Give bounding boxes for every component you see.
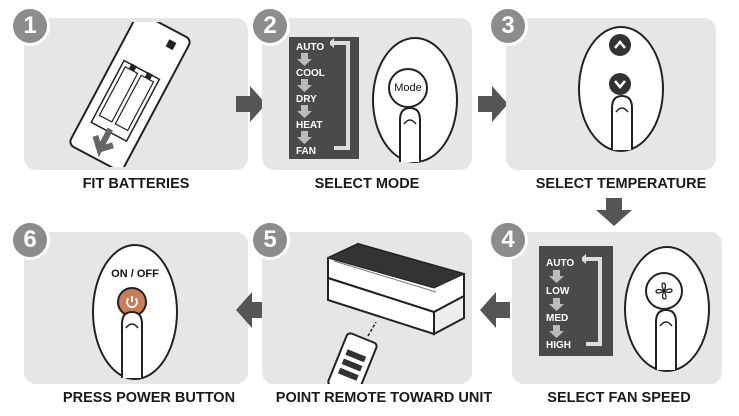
step-6-caption: PRESS POWER BUTTON bbox=[62, 390, 236, 406]
step-4-caption: SELECT FAN SPEED bbox=[547, 390, 691, 406]
chevron-down-icon[interactable] bbox=[609, 73, 631, 95]
step-6-badge: 6 bbox=[10, 220, 50, 260]
arrow-down-icon bbox=[596, 198, 632, 226]
finger-icon bbox=[655, 308, 677, 370]
remote-icon bbox=[327, 322, 378, 384]
fan-item-med: MED bbox=[546, 313, 569, 324]
step-3-caption: SELECT TEMPERATURE bbox=[535, 176, 707, 192]
mode-item-heat: HEAT bbox=[296, 120, 323, 131]
mode-button-label: Mode bbox=[394, 82, 422, 94]
fan-item-low: LOW bbox=[546, 286, 570, 297]
fan-item-auto: AUTO bbox=[546, 258, 575, 269]
finger-icon bbox=[121, 310, 143, 378]
mode-item-cool: COOL bbox=[296, 68, 325, 79]
battery-icon bbox=[69, 22, 191, 167]
chevron-up-icon[interactable] bbox=[609, 34, 631, 56]
step-5-badge: 5 bbox=[250, 220, 290, 260]
step-2-badge: 2 bbox=[250, 6, 290, 46]
arrow-right-icon bbox=[478, 86, 508, 122]
fan-down-arrows bbox=[549, 270, 564, 338]
finger-icon bbox=[611, 94, 633, 150]
mode-item-auto: AUTO bbox=[296, 42, 325, 53]
mode-button[interactable]: Mode bbox=[388, 68, 428, 108]
step-2-caption: SELECT MODE bbox=[314, 176, 420, 192]
finger-icon bbox=[399, 106, 421, 162]
arrow-right-icon bbox=[236, 86, 266, 122]
mode-bracket bbox=[330, 38, 350, 150]
indoor-unit-icon bbox=[326, 242, 466, 336]
fan-icon[interactable] bbox=[645, 272, 683, 310]
power-label: ON / OFF bbox=[111, 268, 159, 280]
fan-item-high: HIGH bbox=[546, 340, 571, 351]
mode-down-arrows bbox=[297, 53, 312, 144]
fan-bracket bbox=[582, 254, 602, 346]
mode-item-fan: FAN bbox=[296, 146, 316, 157]
step-3-badge: 3 bbox=[488, 6, 528, 46]
step-4-badge: 4 bbox=[488, 220, 528, 260]
step-5-caption: POINT REMOTE TOWARD UNIT bbox=[275, 390, 493, 406]
arrow-left-icon bbox=[236, 292, 266, 328]
arrow-left-icon bbox=[480, 292, 510, 328]
step-1-caption: FIT BATTERIES bbox=[82, 176, 190, 192]
mode-item-dry: DRY bbox=[296, 94, 317, 105]
step-1-badge: 1 bbox=[10, 6, 50, 46]
